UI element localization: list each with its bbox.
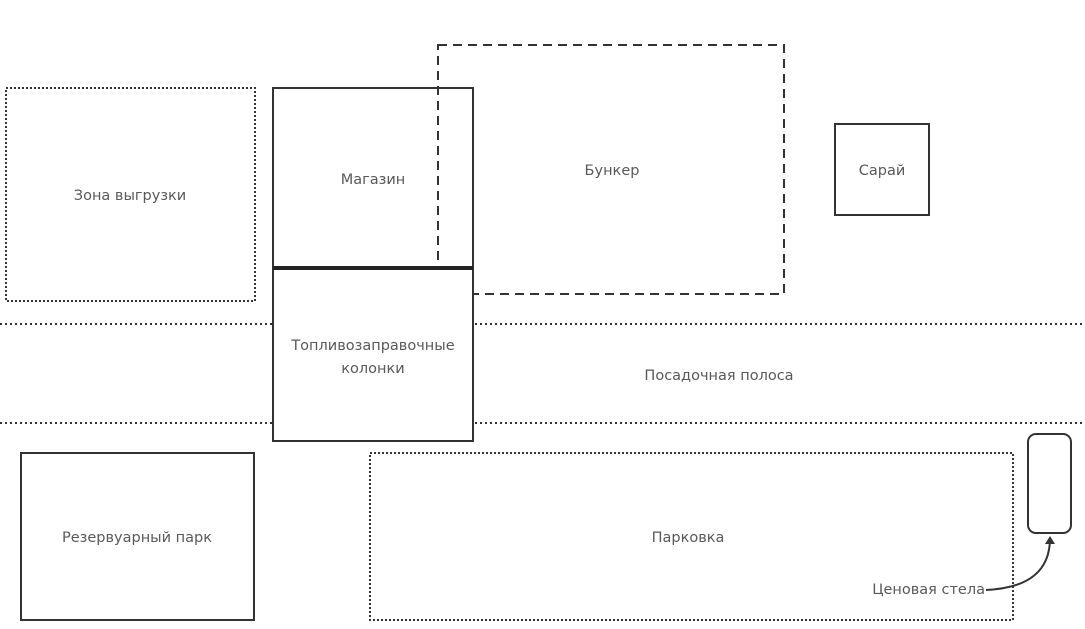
price-sign-arrow — [985, 536, 1055, 591]
fuel-dispensers-label-2: колонки — [341, 361, 404, 377]
unloading-zone-label: Зона выгрузки — [74, 188, 186, 204]
tank-farm-label: Резервуарный парк — [62, 530, 212, 546]
bunker — [437, 44, 785, 295]
shop-label: Магазин — [341, 172, 406, 188]
parking-label: Парковка — [652, 530, 725, 546]
price-sign-label: Ценовая стела — [872, 582, 985, 598]
bunker-label: Бункер — [585, 163, 640, 179]
runway-label: Посадочная полоса — [644, 368, 793, 384]
unloading-zone — [5, 87, 256, 302]
shed-label: Сарай — [859, 163, 906, 179]
price-sign — [1027, 433, 1072, 534]
tank-farm — [20, 452, 255, 621]
fuel-dispensers — [272, 267, 474, 442]
parking — [369, 452, 1014, 621]
shed — [834, 123, 930, 216]
fuel-dispensers-label-1: Топливозаправочные — [290, 338, 454, 354]
